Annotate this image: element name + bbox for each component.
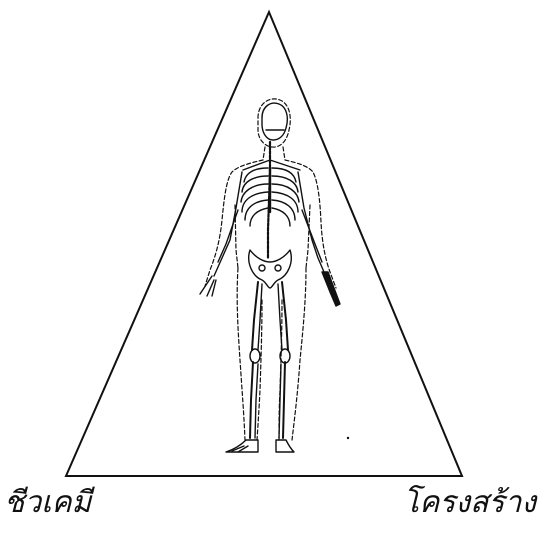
skeleton-figure — [200, 99, 340, 452]
pelvis — [249, 250, 292, 288]
skull — [262, 103, 287, 140]
triangle-outline — [66, 12, 462, 476]
right-femur — [282, 282, 288, 350]
left-hand — [200, 276, 216, 296]
label-structure: โครงสร้าง — [403, 488, 536, 518]
right-foot — [276, 440, 294, 452]
left-shin — [250, 362, 253, 438]
right-shin — [283, 362, 285, 438]
label-biochemistry: ชีวเคมี — [4, 488, 91, 518]
right-hand — [322, 272, 340, 306]
left-femur — [252, 282, 258, 350]
rib-cage — [241, 168, 299, 226]
